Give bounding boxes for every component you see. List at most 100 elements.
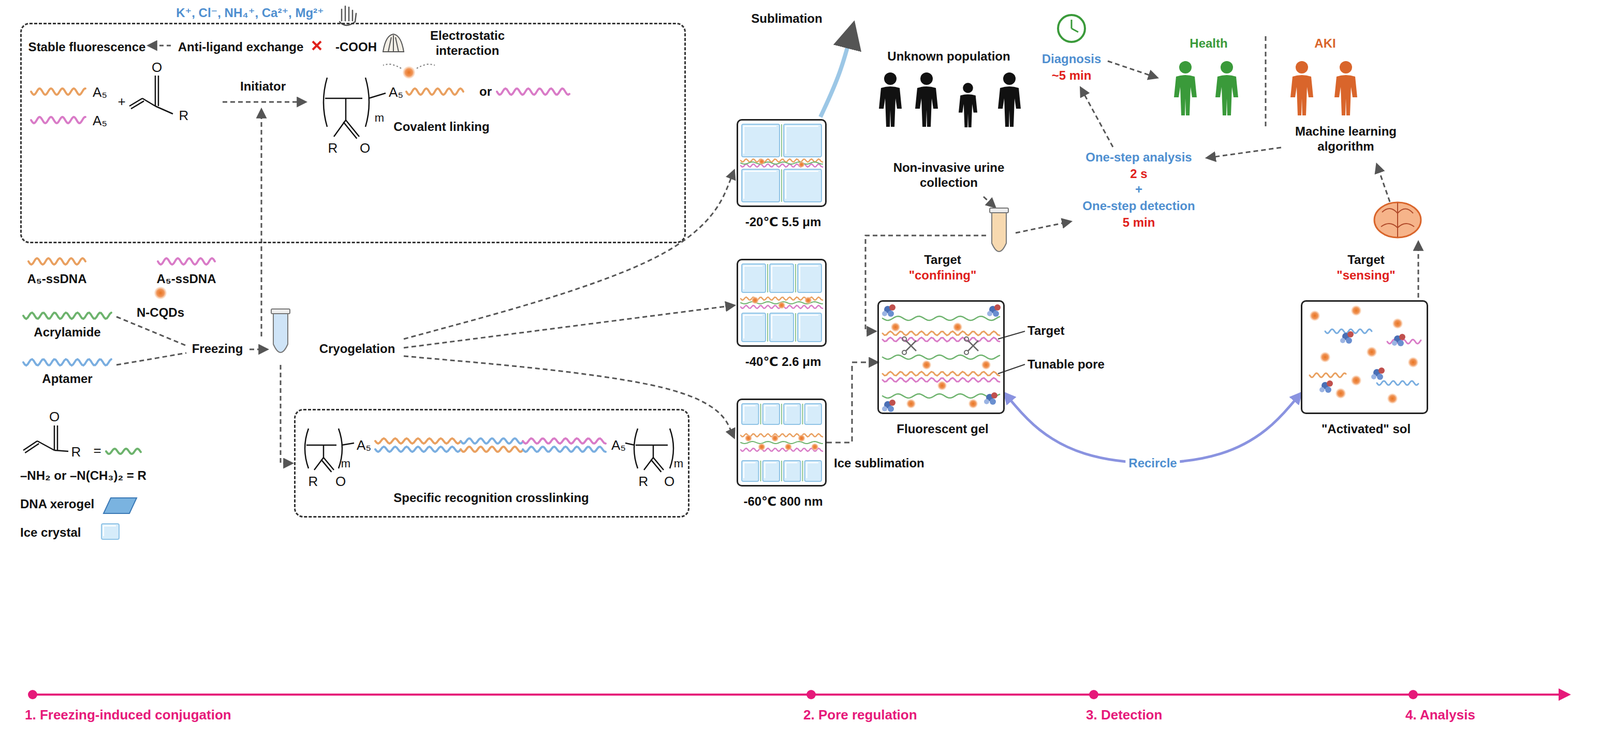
node-text: -60℃ 800 nm (743, 494, 823, 510)
chemical-bond (154, 75, 157, 107)
person-icon (997, 72, 1021, 127)
polymer-bracket (323, 77, 328, 127)
annotation: AKI (1314, 36, 1336, 52)
ice-highlight (806, 405, 819, 422)
node-text: -40℃ 2.6 μm (745, 354, 821, 370)
dna-strand (522, 446, 606, 452)
carbon-dot (784, 443, 792, 451)
node-text: O (664, 473, 675, 490)
target-protein (992, 310, 1000, 317)
dna-strand (781, 124, 783, 157)
timeline-dot (27, 690, 38, 700)
node-text: A₅ (611, 437, 626, 454)
dna-strand (740, 441, 823, 444)
carbon-dot (1309, 310, 1320, 321)
ice-highlight (743, 126, 777, 154)
target-protein (1371, 374, 1377, 380)
tube-body (273, 313, 288, 353)
timeline-axis (32, 693, 1569, 696)
dashed-arrow (1015, 221, 1071, 233)
person-icon (1290, 61, 1314, 116)
carbon-dot (1387, 393, 1398, 404)
chemical-bond (325, 97, 363, 100)
legend-label: DNA xerogel (20, 496, 95, 512)
annotation: Health (1189, 36, 1228, 52)
node-text: or (479, 84, 492, 100)
brain-fold (1381, 202, 1415, 238)
target-protein (882, 311, 888, 317)
person-body (1173, 75, 1197, 116)
conjugation-chemistry (31, 6, 570, 139)
dna-strand (882, 331, 1000, 336)
polymer-bracket (669, 428, 674, 469)
node-text: m (673, 457, 684, 471)
dna-strand (496, 88, 570, 95)
dna-strand (781, 460, 783, 482)
dna-strand (781, 169, 783, 202)
annotation: = (93, 442, 101, 459)
node-text: "Activated" sol (1321, 421, 1411, 437)
chemical-bond (635, 444, 668, 447)
dashed-arrow (1207, 147, 1282, 158)
ice-cube (741, 263, 766, 293)
flow-arrows (116, 25, 1419, 464)
dna-strand (882, 371, 1000, 376)
chemical-bond (142, 98, 156, 107)
annotation: Tunable pore (1027, 357, 1105, 373)
node-text: A₅ (92, 112, 108, 129)
node-text: Specific recognition crosslinking (393, 490, 589, 506)
chemical-bond (56, 425, 59, 451)
dna-strand (406, 88, 464, 95)
target-protein (984, 399, 990, 405)
ice-cube (741, 169, 780, 202)
target-protein (889, 304, 896, 311)
carbon-dot (778, 301, 786, 310)
dashed-arrow (403, 305, 735, 348)
ice-highlight (785, 126, 819, 154)
chemical-bond (650, 459, 662, 473)
chemical-bond (341, 443, 355, 446)
annotation: Freezing (192, 341, 244, 357)
chemical-bond (345, 98, 347, 121)
person-head (962, 82, 974, 94)
annotation: Unknown population (887, 49, 1010, 65)
carbon-dot (798, 434, 806, 443)
connector (1004, 393, 1301, 463)
target-protein (1391, 340, 1398, 346)
ice-highlight (743, 171, 777, 199)
shell-icon (383, 34, 404, 52)
connector (826, 362, 878, 443)
connector-label: Ice sublimation (830, 455, 928, 472)
tube-cap (271, 309, 290, 314)
chemical-bond (54, 450, 69, 452)
person-icon (1173, 61, 1197, 116)
carbon-dot (981, 360, 991, 370)
person-head (1003, 72, 1016, 85)
carbon-dot (402, 66, 416, 79)
carbon-dot (937, 380, 947, 391)
chemical-bond (155, 106, 173, 114)
chemical-bond (320, 459, 332, 473)
sol-illustration (1309, 305, 1421, 404)
person-body (997, 86, 1021, 127)
ice-highlight (743, 405, 756, 422)
person-head (920, 72, 933, 85)
chemical-bond (130, 100, 144, 109)
node-text: Stable fluorescence (28, 39, 146, 55)
carbon-dot (771, 434, 779, 443)
dashed-arrow (249, 348, 268, 351)
annotation: Cryogelation (319, 341, 396, 357)
person-body (915, 86, 938, 127)
node-text: R (328, 140, 339, 157)
annotation: Target (1027, 323, 1065, 339)
dna-strand (740, 448, 823, 452)
pore-illustration (740, 124, 823, 202)
node-text: "sensing" (1336, 268, 1396, 284)
carbon-dot (921, 360, 932, 370)
ice-cube (741, 460, 759, 482)
clock-hand (1070, 19, 1073, 29)
step-label: 3. Detection (1085, 707, 1163, 724)
chemical-bond (314, 457, 324, 471)
ice-highlight (785, 462, 798, 479)
